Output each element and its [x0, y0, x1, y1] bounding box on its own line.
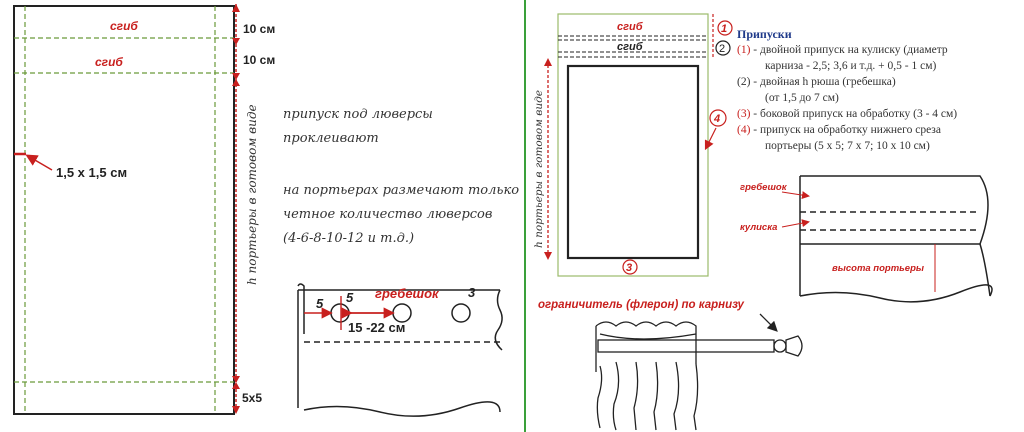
right-height-arrow-bottom [544, 252, 552, 260]
right-height-label: h портьеры в готовом виде [533, 90, 545, 248]
note-2-line2: четное количество люверсов [283, 207, 492, 222]
note-1-line1: припуск под люверсы [283, 107, 433, 122]
marker-4-arrow [704, 127, 717, 151]
left-height-label: h портьеры в готовом виде [245, 104, 259, 285]
legend-item-3: (3) - боковой припуск на обработку (3 - … [737, 106, 1022, 122]
marker-2-circle [715, 40, 731, 56]
legend-2-cont: (от 1,5 до 7 см) [765, 92, 839, 104]
legend-3-num: (3) [737, 108, 751, 120]
dim-arrow-top [232, 4, 240, 12]
marker-3-circle [622, 259, 638, 275]
detail-grebeshok: гребешок [740, 182, 788, 193]
detail-num-5a: 5 [316, 296, 324, 311]
note-2-line3: (4-6-8-10-12 и т.д.) [283, 231, 414, 246]
dim-arrow-bottom [232, 406, 240, 414]
left-fold-second-label: сгиб [95, 55, 123, 69]
legend-item-2: (2) - двойная h рюша (гребешка) [737, 74, 1022, 90]
detail-grebeshok-arrow [781, 191, 810, 200]
detail-kuliska: кулиска [740, 222, 777, 233]
allowances-legend: Припуски (1) - двойной припуск на кулиск… [737, 26, 1022, 154]
right-curtain-pattern [557, 13, 709, 277]
legend-4-text: - припуск на обработку нижнего среза [753, 124, 941, 136]
curtain-rod-sketch [595, 321, 803, 431]
legend-2-num: (2) [737, 76, 751, 88]
grommet-arrow [25, 154, 53, 171]
detail-num-5b: 5 [346, 290, 354, 305]
grommet-detail-sketch [297, 283, 503, 417]
left-dim-top: 10 см [243, 22, 275, 36]
detail-kuliska-arrow [781, 219, 810, 228]
right-fold-top-label: сгиб [617, 21, 644, 33]
detail-num-3: 3 [468, 285, 476, 300]
note-1-line2: проклеивают [283, 131, 379, 146]
grommet-spacing-marks [304, 296, 395, 330]
marker-2: 2 [719, 43, 725, 55]
dim-arrow-3 [232, 79, 240, 86]
left-dim-bottom: 5х5 [242, 391, 262, 405]
legend-title: Припуски [737, 27, 792, 41]
legend-2-text: - двойная h рюша (гребешка) [753, 76, 896, 88]
detail-grebeshok-label: гребешок [375, 286, 440, 301]
marker-4-circle [709, 109, 727, 127]
legend-item-1: (1) - двойной припуск на кулиску (диамет… [737, 42, 1022, 58]
legend-item-4: (4) - припуск на обработку нижнего среза [737, 122, 1022, 138]
kuliska-detail-sketch [799, 175, 993, 303]
dim-arrow-4 [232, 376, 240, 383]
right-height-arrow-top [544, 58, 552, 66]
left-fold-top-label: сгиб [110, 19, 138, 33]
dim-arrow-1 [232, 38, 240, 45]
marker-1: 1 [721, 23, 727, 35]
detail-spacing-label: 15 -22 см [348, 320, 405, 335]
left-curtain-pattern [13, 5, 235, 415]
marker-4: 4 [713, 113, 720, 125]
legend-1-num: (1) [737, 44, 751, 56]
finial-arrow [759, 313, 778, 332]
finial-label: ограничитель (флерон) по карнизу [538, 299, 745, 311]
marker-3: 3 [626, 262, 632, 274]
left-dim-second: 10 см [243, 53, 275, 67]
legend-4-cont: портьеры (5 х 5; 7 х 7; 10 х 10 см) [765, 140, 930, 152]
legend-1-cont: карниза - 2,5; 3,6 и т.д. + 0,5 - 1 см) [765, 60, 937, 72]
marker-1-circle [717, 20, 733, 36]
grommet-size-label: 1,5 х 1,5 см [56, 165, 127, 180]
legend-3-text: - боковой припуск на обработку (3 - 4 см… [753, 108, 958, 120]
note-2-line1: на портьерах размечают только [283, 183, 519, 198]
dim-arrow-5 [232, 382, 240, 389]
detail-height: высота портьеры [832, 263, 924, 274]
legend-4-num: (4) [737, 124, 751, 136]
dim-arrow-2 [232, 73, 240, 80]
right-fold-second-label: сгиб [617, 41, 644, 53]
legend-1-text: - двойной припуск на кулиску (диаметр [753, 44, 948, 56]
